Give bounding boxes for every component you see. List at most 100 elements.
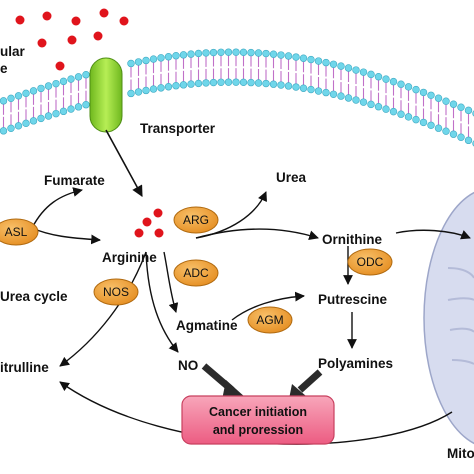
mitochondrion-label: Mito <box>447 446 474 461</box>
lipid-head <box>352 96 360 104</box>
lipid-head <box>307 85 315 94</box>
lipid-head <box>262 49 270 58</box>
lipid-head <box>307 55 315 64</box>
lipid-head <box>164 53 173 61</box>
lipid-head <box>434 124 443 132</box>
lipid-head <box>232 78 240 86</box>
fumarate-label: Fumarate <box>44 173 105 188</box>
lipid-head <box>374 73 383 81</box>
lipid-head <box>67 105 75 113</box>
lipid-head <box>314 87 323 95</box>
arginine-dot <box>99 8 109 18</box>
arginine-dot <box>134 228 144 238</box>
lipid-head <box>209 78 218 87</box>
arginine-dot <box>55 61 65 71</box>
lipid-head <box>299 84 308 92</box>
lipid-head <box>344 64 353 72</box>
lipid-head <box>52 79 60 88</box>
lipid-head <box>179 81 188 89</box>
extracellular-arginine-dots <box>15 8 129 71</box>
arrow-arginine-to-citrulline <box>59 251 147 367</box>
lipid-head <box>404 113 413 121</box>
lipid-head <box>277 51 285 59</box>
lipid-head <box>419 88 428 97</box>
lipid-head <box>284 52 293 60</box>
lipid-head <box>44 112 53 120</box>
arrow-polyamines-to-cancer <box>297 369 323 393</box>
transporter-label: Transporter <box>140 121 216 136</box>
arrow-asl-to-fumarate <box>31 187 83 229</box>
lipid-head <box>44 82 53 90</box>
arginine-dot <box>153 208 163 218</box>
lipid-head <box>209 48 218 57</box>
lipid-head <box>59 107 68 116</box>
lipid-head <box>0 97 8 105</box>
lipid-head <box>457 133 465 141</box>
lipid-head <box>202 49 210 57</box>
agmatine-label: Agmatine <box>176 318 238 333</box>
lipid-head <box>269 80 278 88</box>
lipid-head <box>344 94 353 102</box>
arrow-agmatine-to-putrescine <box>231 291 305 321</box>
lipid-head <box>367 100 375 109</box>
arginine-dot <box>42 11 52 21</box>
lipid-head <box>202 79 210 87</box>
lipid-head <box>292 53 300 61</box>
lipid-head <box>172 82 180 90</box>
lipid-head <box>449 130 458 138</box>
lipid-head <box>29 117 38 125</box>
lipid-head <box>442 97 450 105</box>
arginine-dot <box>154 228 164 238</box>
lipid-head <box>367 70 375 79</box>
polyamines-label: Polyamines <box>318 356 393 371</box>
intracellular-arginine-dots <box>134 208 164 238</box>
lipid-head <box>22 119 30 128</box>
pathway-arrows <box>31 187 471 445</box>
lipid-head <box>389 107 398 116</box>
lipid-head <box>157 54 165 62</box>
lipid-head <box>374 103 383 111</box>
cell-membrane <box>0 48 474 147</box>
lipid-head <box>314 57 323 65</box>
transport-arrow <box>105 129 143 197</box>
lipid-head <box>7 94 15 103</box>
lipid-head <box>194 79 203 88</box>
lipid-head <box>127 59 135 68</box>
lipid-head <box>59 77 68 86</box>
outcome-line2: and proression <box>213 423 303 437</box>
lipid-head <box>337 62 345 70</box>
arginine-dot <box>67 35 77 45</box>
lipid-head <box>217 48 225 56</box>
enzyme-adc: ADC <box>173 259 219 287</box>
enzyme-nos: NOS <box>93 278 139 306</box>
citrulline-label: itrulline <box>0 360 49 375</box>
lipid-head <box>142 56 150 65</box>
lipid-head <box>127 89 135 98</box>
lipid-head <box>74 73 83 81</box>
enzyme-asl: ASL <box>0 218 39 246</box>
lipid-head <box>382 105 390 113</box>
arrow-ornithine-to-mito <box>395 229 471 240</box>
lipid-head <box>179 51 188 59</box>
transporter-protein <box>89 57 123 133</box>
lipid-head <box>359 98 368 106</box>
lipid-head <box>187 80 195 88</box>
arrowhead-no <box>222 380 246 400</box>
lipid-head <box>149 85 158 93</box>
enzyme-odc: ODC <box>347 248 393 276</box>
lipid-head <box>52 109 60 118</box>
lipid-head <box>329 90 338 98</box>
lipid-head <box>442 127 450 135</box>
arrow-asl-to-arginine <box>31 227 101 245</box>
lipid-head <box>157 84 165 92</box>
lipid-head <box>449 100 458 108</box>
lipid-head <box>164 83 173 91</box>
lipid-head <box>74 103 83 111</box>
lipid-head <box>419 118 428 127</box>
enzyme-arg-label: ARG <box>183 213 209 227</box>
enzyme-agm-label: AGM <box>256 313 283 327</box>
arrow-arginine-to-ornithine <box>195 228 319 241</box>
lipid-head <box>134 88 143 96</box>
mitochondrion <box>423 191 474 445</box>
